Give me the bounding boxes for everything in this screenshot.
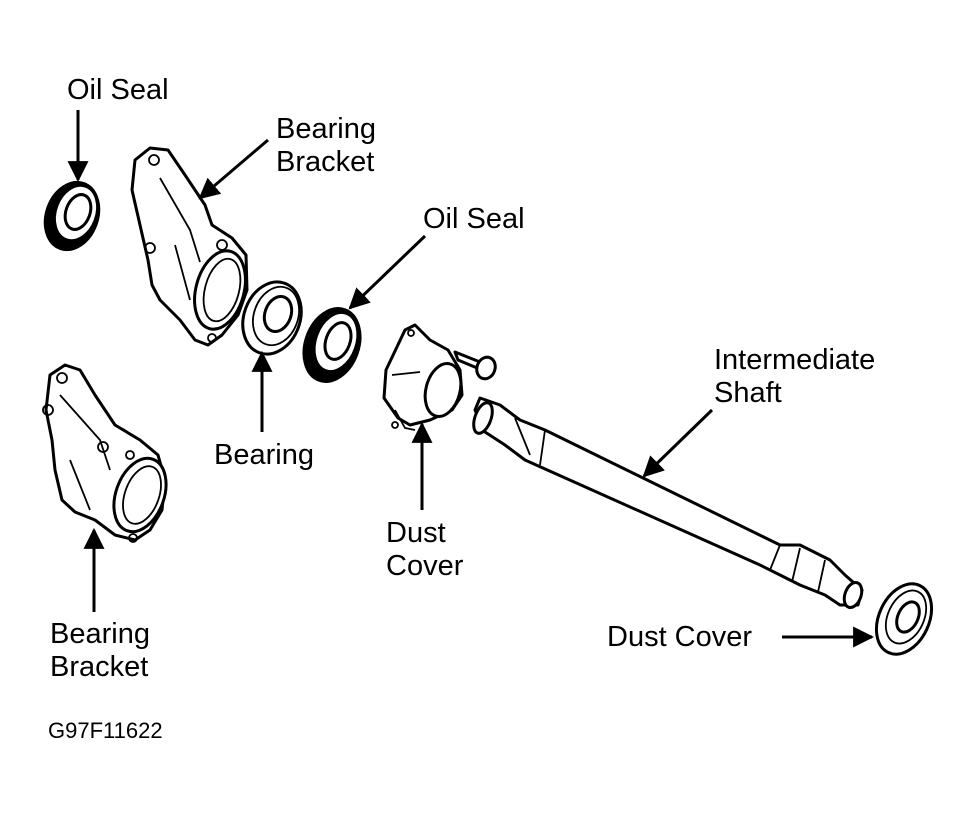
- label-oil-seal-middle: Oil Seal: [423, 203, 525, 235]
- label-bearing-bracket-bottom-line1: Bearing: [50, 618, 150, 650]
- arrow-intermediate-shaft: [642, 408, 714, 478]
- label-bearing-bracket-bottom-line2: Bracket: [50, 651, 148, 683]
- bearing-bracket-top: [130, 146, 249, 347]
- figure-code: G97F11622: [48, 718, 163, 743]
- oil-seal-middle: [302, 307, 362, 383]
- label-intermediate-shaft-line1: Intermediate: [714, 344, 875, 376]
- label-oil-seal-top: Oil Seal: [67, 74, 169, 106]
- label-bearing: Bearing: [214, 439, 314, 471]
- label-dust-cover-middle-line1: Dust: [386, 517, 446, 549]
- bearing-bracket-bottom-left: [42, 363, 168, 543]
- oil-seal-top-left: [43, 180, 101, 252]
- dust-cover-middle: [382, 323, 497, 431]
- arrow-oil-seal-2: [348, 234, 427, 310]
- label-intermediate-shaft-line2: Shaft: [714, 377, 782, 409]
- intermediate-shaft: [472, 396, 864, 610]
- label-dust-cover-middle-line2: Cover: [386, 550, 464, 582]
- label-bearing-bracket-top-line2: Bracket: [276, 146, 374, 178]
- leader-arrows: [67, 110, 875, 648]
- arrow-bearing-bracket-1: [198, 138, 269, 200]
- label-bearing-bracket-top-line1: Bearing: [276, 113, 376, 145]
- label-dust-cover-bottom-right: Dust Cover: [607, 621, 752, 653]
- dust-cover-bottom-right: [874, 582, 934, 656]
